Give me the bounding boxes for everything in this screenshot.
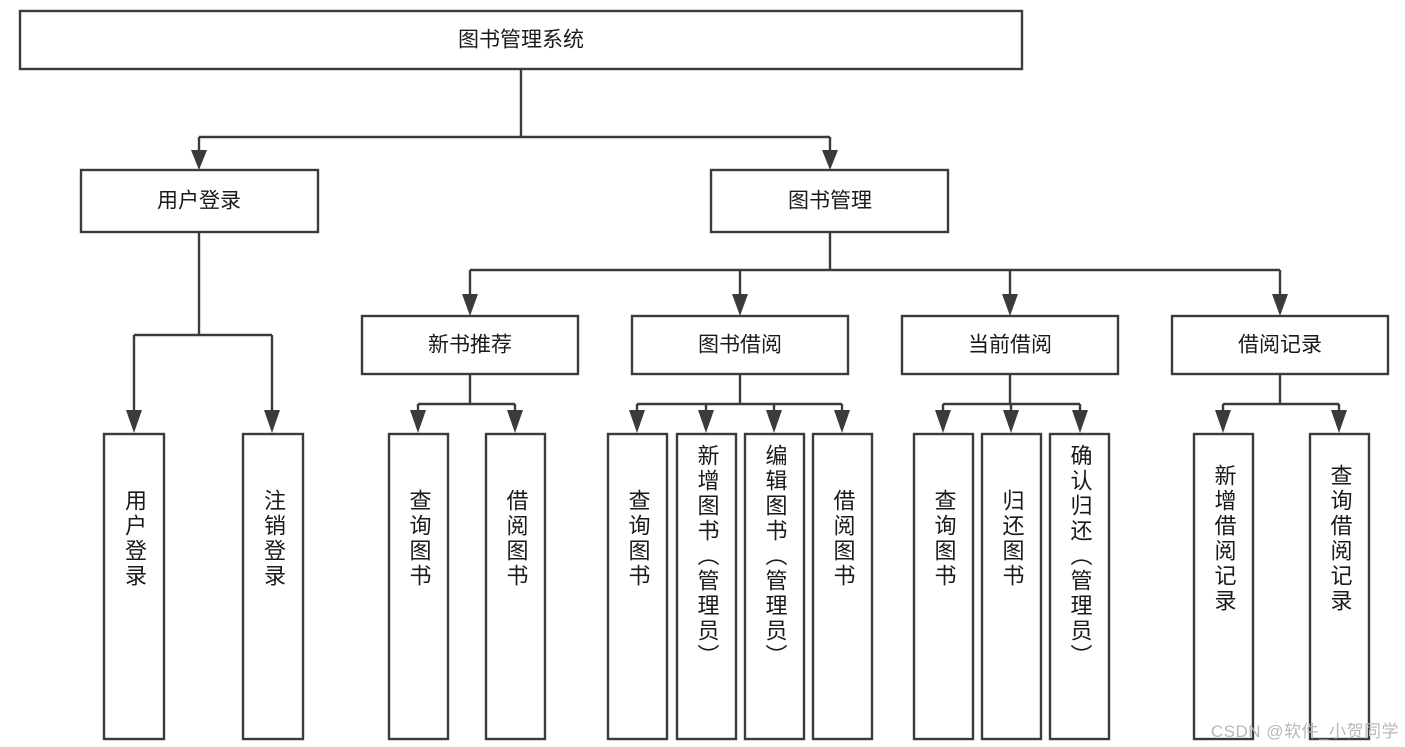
leaf-label-return-book-text: 归还图书 [999, 489, 1025, 589]
node-new-book-recommend-box[interactable] [360, 314, 580, 376]
node-current-borrow-label: 当前借阅 [968, 334, 1052, 357]
node-new-book-recommend-label: 新书推荐 [428, 334, 512, 357]
arrow-icon-leaf-add-record [1215, 410, 1231, 433]
edges-layer [126, 69, 1347, 433]
arrow-icon-leaf-query-book-2 [629, 410, 645, 433]
node-book-management-box[interactable] [709, 168, 950, 234]
leaf-label-query-book-1: 查询图书 [389, 485, 448, 739]
leaf-label-logout-text: 注销登录 [261, 489, 286, 589]
leaf-label-user-login-text: 用户登录 [122, 489, 147, 589]
leaf-label-query-book-3: 查询图书 [914, 485, 973, 739]
node-book-management-label: 图书管理 [788, 190, 872, 213]
node-leaf-edit-book-box[interactable] [743, 432, 806, 741]
nodes-layer: 图书管理系统 用户登录 图书管理 新书推荐 图书借阅 当前借阅 借阅记录 [18, 9, 1390, 741]
leaf-label-query-record: 查询借阅记录 [1310, 460, 1369, 739]
node-leaf-borrow-book-2-box[interactable] [811, 432, 874, 741]
arrow-icon-leaf-return-book [1003, 410, 1019, 433]
arrow-icon-leaf-query-book-1 [410, 410, 426, 433]
leaf-label-query-book-3-text: 查询图书 [931, 489, 957, 589]
arrow-icon-leaf-borrow-book-1 [507, 410, 523, 433]
leaf-label-query-record-text: 查询借阅记录 [1327, 464, 1353, 614]
node-book-borrow-label: 图书借阅 [698, 334, 782, 357]
node-root-box[interactable] [18, 9, 1024, 71]
node-borrow-record-box[interactable] [1170, 314, 1390, 376]
arrow-icon-book-management [822, 150, 838, 170]
arrow-icon-user-login [191, 150, 207, 170]
leaf-label-borrow-book-1-text: 借阅图书 [503, 489, 529, 589]
node-current-borrow-box[interactable] [900, 314, 1120, 376]
leaf-label-add-book: 新增图书（管理员） [677, 440, 736, 739]
node-leaf-logout-box[interactable] [241, 432, 305, 741]
arrow-icon-leaf-user-login [126, 410, 142, 433]
node-leaf-confirm-return-box[interactable] [1048, 432, 1111, 741]
arrow-icon-book-borrow [732, 294, 748, 316]
arrow-icon-leaf-confirm-return [1072, 410, 1088, 433]
leaf-label-add-book-text: 新增图书（管理员） [694, 444, 720, 669]
arrow-icon-leaf-query-book-3 [935, 410, 951, 433]
node-leaf-query-book-3-box[interactable] [912, 432, 975, 741]
node-leaf-add-book-box[interactable] [675, 432, 738, 741]
leaf-label-logout: 注销登录 [243, 485, 303, 739]
arrow-icon-leaf-borrow-book-2 [834, 410, 850, 433]
leaf-label-query-book-2: 查询图书 [608, 485, 667, 739]
leaf-label-user-login: 用户登录 [104, 485, 164, 739]
leaf-label-edit-book-text: 编辑图书（管理员） [762, 444, 788, 669]
node-leaf-user-login-box[interactable] [102, 432, 166, 741]
leaf-label-borrow-book-2-text: 借阅图书 [830, 489, 856, 589]
arrow-icon-leaf-logout [264, 410, 280, 433]
node-leaf-add-record-box[interactable] [1192, 432, 1255, 741]
arrow-icon-borrow-record [1272, 294, 1288, 316]
leaf-label-add-record-text: 新增借阅记录 [1211, 464, 1237, 614]
node-root-label: 图书管理系统 [458, 29, 584, 52]
csdn-watermark: CSDN @软件_小贺同学 [1210, 722, 1399, 741]
leaf-label-edit-book: 编辑图书（管理员） [745, 440, 804, 739]
arrow-icon-current-borrow [1002, 294, 1018, 316]
leaf-label-confirm-return-text: 确认归还（管理员） [1067, 444, 1093, 669]
leaf-label-borrow-book-1: 借阅图书 [486, 485, 545, 739]
node-user-login-label: 用户登录 [157, 190, 241, 213]
leaf-label-return-book: 归还图书 [982, 485, 1041, 739]
leaf-label-query-book-1-text: 查询图书 [406, 489, 432, 589]
leaf-label-borrow-book-2: 借阅图书 [813, 485, 872, 739]
leaf-label-add-record: 新增借阅记录 [1194, 460, 1253, 739]
leaf-label-confirm-return: 确认归还（管理员） [1050, 440, 1109, 739]
node-leaf-query-record-box[interactable] [1308, 432, 1371, 741]
node-book-borrow-box[interactable] [630, 314, 850, 376]
node-leaf-return-book-box[interactable] [980, 432, 1043, 741]
arrow-icon-leaf-edit-book [766, 410, 782, 433]
node-borrow-record-label: 借阅记录 [1238, 334, 1322, 357]
arrow-icon-new-book-recommend [462, 294, 478, 316]
arrow-icon-leaf-add-book [698, 410, 714, 433]
node-leaf-query-book-2-box[interactable] [606, 432, 669, 741]
node-user-login-box[interactable] [79, 168, 320, 234]
leaf-label-query-book-2-text: 查询图书 [625, 489, 651, 589]
arrow-icon-leaf-query-record [1331, 410, 1347, 433]
node-leaf-borrow-book-1-box[interactable] [484, 432, 547, 741]
node-leaf-query-book-1-box[interactable] [387, 432, 450, 741]
